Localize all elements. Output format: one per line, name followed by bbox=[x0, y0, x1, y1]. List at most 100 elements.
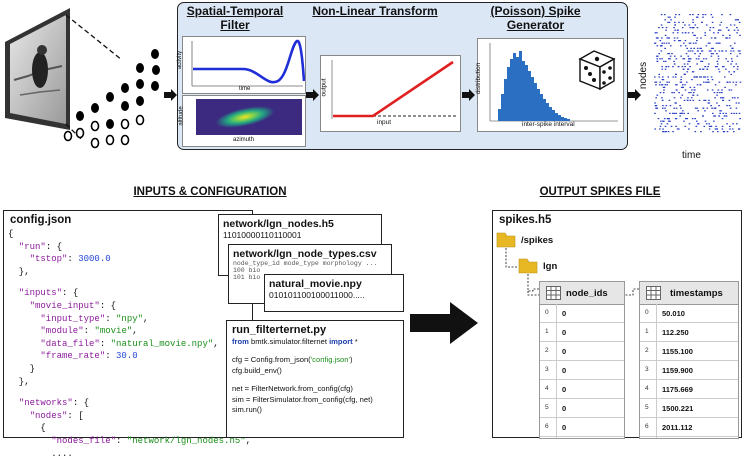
isi-histogram-plot: distribution inter-spike interval bbox=[477, 38, 624, 132]
raster-spike-mark bbox=[675, 118, 677, 119]
config-code: { "run": { "tstop": 3000.0 }, "inputs": … bbox=[4, 226, 252, 460]
raster-spike-mark bbox=[699, 76, 701, 77]
raster-spike-mark bbox=[668, 66, 670, 67]
raster-spike-mark bbox=[697, 48, 699, 49]
raster-spike-mark bbox=[712, 89, 714, 90]
raster-spike-mark bbox=[724, 87, 726, 88]
raster-spike-mark bbox=[702, 115, 704, 116]
raster-spike-mark bbox=[679, 14, 681, 15]
table-row-divider bbox=[640, 341, 738, 342]
raster-spike-mark bbox=[675, 74, 677, 75]
raster-spike-mark bbox=[662, 108, 664, 109]
raster-spike-mark bbox=[659, 76, 661, 77]
raster-spike-mark bbox=[692, 118, 694, 119]
raster-spike-mark bbox=[738, 102, 740, 103]
config-code-line: "input_type": "npy", bbox=[8, 313, 252, 326]
raster-spike-mark bbox=[712, 131, 714, 132]
raster-spike-mark bbox=[689, 24, 691, 25]
raster-spike-mark bbox=[689, 66, 691, 67]
raster-spike-mark bbox=[726, 27, 728, 28]
raster-spike-mark bbox=[662, 128, 664, 129]
raster-spike-mark bbox=[692, 71, 694, 72]
raster-spike-mark bbox=[712, 79, 714, 80]
raster-spike-mark bbox=[694, 89, 696, 90]
raster-spike-mark bbox=[717, 63, 719, 64]
raster-spike-mark bbox=[655, 97, 657, 98]
run-script-code-line: net = FilterNetwork.from_config(cfg) bbox=[232, 384, 403, 395]
raster-spike-mark bbox=[654, 76, 656, 77]
raster-spike-mark bbox=[718, 115, 720, 116]
raster-spike-mark bbox=[670, 105, 672, 106]
raster-spike-mark bbox=[686, 53, 688, 54]
raster-spike-mark bbox=[730, 45, 732, 46]
run-script-code-line: cfg.build_env() bbox=[232, 366, 403, 377]
raster-spike-mark bbox=[673, 32, 675, 33]
raster-spike-mark bbox=[684, 100, 686, 101]
raster-spike-mark bbox=[729, 105, 731, 106]
raster-spike-mark bbox=[709, 128, 711, 129]
natural-movie-file-card: natural_movie.npy 010101100100011000....… bbox=[264, 274, 404, 312]
raster-spike-mark bbox=[686, 82, 688, 83]
raster-spike-mark bbox=[679, 113, 681, 114]
raster-spike-mark bbox=[687, 118, 689, 119]
raster-spike-mark bbox=[668, 58, 670, 59]
raster-spike-mark bbox=[669, 22, 671, 23]
node-ids-row-value: 0 bbox=[562, 366, 566, 375]
raster-spike-mark bbox=[705, 82, 707, 83]
raster-spike-mark bbox=[676, 89, 678, 90]
raster-spike-mark bbox=[719, 92, 721, 93]
raster-spike-mark bbox=[697, 123, 699, 124]
stage-title-spatial-temporal: Spatial-Temporal Filter bbox=[181, 4, 289, 32]
raster-spike-mark bbox=[660, 121, 662, 122]
raster-spike-mark bbox=[693, 27, 695, 28]
raster-spike-mark bbox=[731, 61, 733, 62]
raster-spike-mark bbox=[656, 82, 658, 83]
table-row-divider bbox=[640, 379, 738, 380]
raster-spike-mark bbox=[730, 63, 732, 64]
raster-spike-mark bbox=[682, 84, 684, 85]
raster-spike-mark bbox=[674, 56, 676, 57]
raster-spike-mark bbox=[684, 66, 686, 67]
raster-spike-mark bbox=[666, 43, 668, 44]
raster-spike-mark bbox=[674, 40, 676, 41]
raster-spike-mark bbox=[665, 110, 667, 111]
config-code-line: "data_file": "natural_movie.npy", bbox=[8, 338, 252, 351]
raster-ylabel: nodes bbox=[638, 62, 649, 89]
inputs-section-title: INPUTS & CONFIGURATION bbox=[90, 186, 330, 198]
stage-title-spike-generator: (Poisson) Spike Generator bbox=[463, 4, 608, 32]
spike-raster-plot: nodes time bbox=[642, 10, 742, 150]
raster-spike-mark bbox=[714, 97, 716, 98]
raster-spike-mark bbox=[716, 128, 718, 129]
node-ids-row-index: 1 bbox=[545, 328, 549, 335]
raster-spike-mark bbox=[727, 37, 729, 38]
raster-spike-mark bbox=[700, 131, 702, 132]
raster-spike-mark bbox=[697, 84, 699, 85]
raster-spike-mark bbox=[730, 53, 732, 54]
raster-spike-mark bbox=[658, 118, 660, 119]
raster-spike-mark bbox=[731, 89, 733, 90]
raster-spike-mark bbox=[737, 69, 739, 70]
raster-spike-mark bbox=[723, 131, 725, 132]
raster-spike-mark bbox=[662, 100, 664, 101]
raster-spike-mark bbox=[733, 82, 735, 83]
node-ids-row-index: 0 bbox=[545, 309, 549, 316]
raster-spike-mark bbox=[718, 69, 720, 70]
output-arrow bbox=[410, 302, 480, 349]
raster-spike-mark bbox=[667, 22, 669, 23]
raster-spike-mark bbox=[674, 24, 676, 25]
raster-spike-mark bbox=[713, 27, 715, 28]
raster-spike-mark bbox=[729, 100, 731, 101]
raster-spike-mark bbox=[669, 113, 671, 114]
raster-spike-mark bbox=[682, 27, 684, 28]
timestamps-row-index: 1 bbox=[645, 328, 649, 335]
node-ids-row-value: 0 bbox=[562, 404, 566, 413]
config-code-line: "run": { bbox=[8, 241, 252, 254]
raster-spike-mark bbox=[695, 24, 697, 25]
raster-spike-mark bbox=[702, 14, 704, 15]
raster-spike-mark bbox=[733, 113, 735, 114]
raster-spike-mark bbox=[725, 58, 727, 59]
raster-spike-mark bbox=[662, 131, 664, 132]
raster-spike-mark bbox=[668, 43, 670, 44]
raster-spike-mark bbox=[733, 50, 735, 51]
